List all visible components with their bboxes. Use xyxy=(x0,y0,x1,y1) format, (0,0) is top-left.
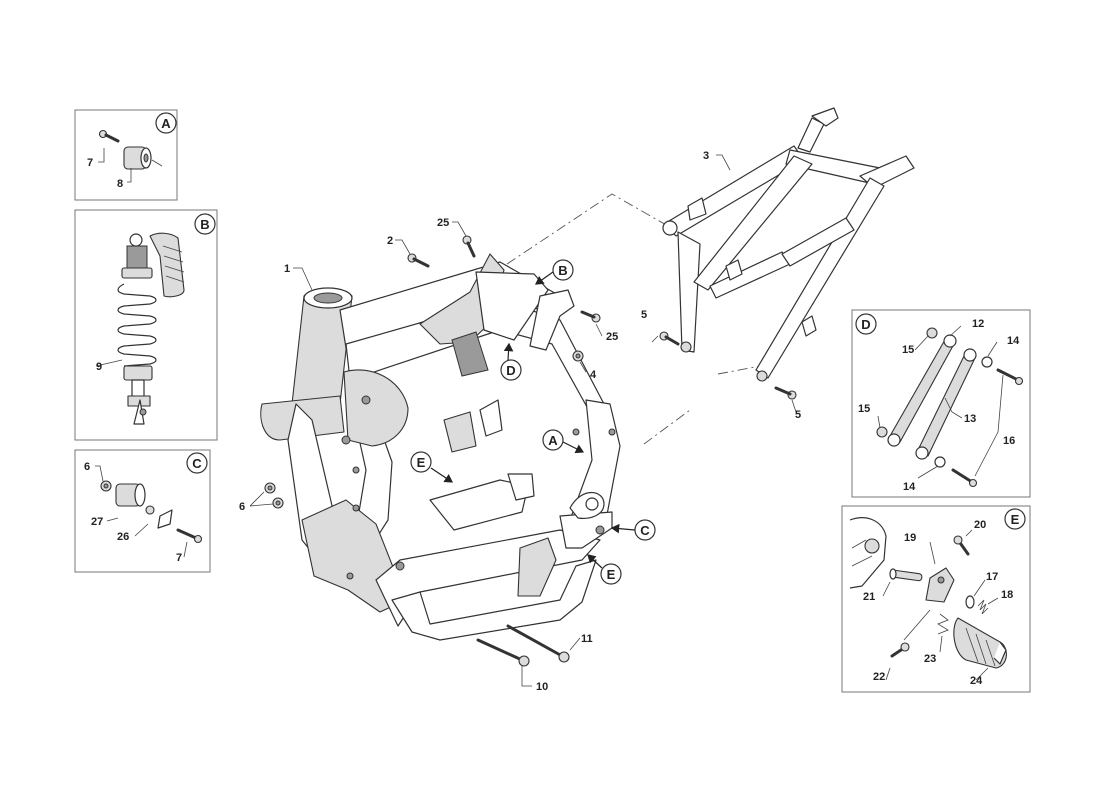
label-part-11: 11 xyxy=(581,633,593,645)
main-frame-1 xyxy=(260,253,621,641)
inset-d: D xyxy=(851,309,1031,498)
label-part-19: 19 xyxy=(904,532,916,544)
nut-15-upper xyxy=(926,327,938,339)
bolt-16-upper xyxy=(996,368,1024,386)
label-part-24: 24 xyxy=(970,675,983,687)
footpeg-24 xyxy=(953,617,1007,669)
label-part-17: 17 xyxy=(986,571,998,583)
label-part-20: 20 xyxy=(974,519,986,531)
label-part-4: 4 xyxy=(590,369,597,381)
callout-b-main: B xyxy=(535,259,574,285)
screw-7-inset-c xyxy=(176,528,203,544)
label-part-6-main: 6 xyxy=(239,501,245,513)
svg-text:E: E xyxy=(607,567,616,582)
svg-text:D: D xyxy=(506,363,515,378)
label-part-3: 3 xyxy=(703,150,709,162)
label-part-27: 27 xyxy=(91,516,103,528)
label-part-5-lower: 5 xyxy=(795,409,801,421)
callout-e-main-left: E xyxy=(410,451,453,483)
callout-a-main: A xyxy=(542,429,585,454)
callout-c-main: C xyxy=(610,519,656,541)
nut-4 xyxy=(572,350,584,362)
label-part-26: 26 xyxy=(117,531,129,543)
label-part-9: 9 xyxy=(96,361,102,373)
callout-a-text: A xyxy=(161,116,171,131)
bracket-19 xyxy=(925,567,955,603)
bolt-5-upper xyxy=(659,331,680,346)
bolt-25-upper xyxy=(462,235,476,258)
svg-text:E: E xyxy=(417,455,426,470)
washer-26 xyxy=(145,505,173,529)
svg-text:B: B xyxy=(558,263,567,278)
callout-e-badge xyxy=(1004,508,1026,530)
label-part-14-lower: 14 xyxy=(903,481,916,493)
label-part-25-right: 25 xyxy=(606,331,618,343)
label-part-10: 10 xyxy=(536,681,548,693)
bolt-10 xyxy=(476,638,530,667)
label-part-22: 22 xyxy=(873,671,885,683)
label-part-7-inset-c: 7 xyxy=(176,552,182,564)
label-part-18: 18 xyxy=(1001,589,1013,601)
label-part-1: 1 xyxy=(284,263,290,275)
callout-c-text: C xyxy=(192,456,202,471)
bolt-20 xyxy=(953,535,970,556)
label-part-6-inset: 6 xyxy=(84,461,90,473)
label-part-14-upper: 14 xyxy=(1007,335,1020,347)
spring-23 xyxy=(937,613,949,635)
washer-14-upper xyxy=(981,356,993,368)
svg-text:C: C xyxy=(640,523,650,538)
label-part-15-upper: 15 xyxy=(902,344,914,356)
label-part-7-inset-a: 7 xyxy=(87,157,93,169)
inset-c: C xyxy=(74,449,211,573)
shock-absorber-9 xyxy=(117,232,185,425)
pin-21 xyxy=(889,568,923,582)
svg-text:A: A xyxy=(548,433,558,448)
callout-e-main-right: E xyxy=(587,554,622,585)
callout-a-badge xyxy=(155,112,177,134)
label-part-2: 2 xyxy=(387,235,393,247)
bolt-5-lower xyxy=(774,386,797,400)
bolt-16-lower xyxy=(951,468,978,488)
label-part-12: 12 xyxy=(972,318,984,330)
bolt-2 xyxy=(407,253,430,268)
nut-6-inset-c xyxy=(100,480,112,492)
washer-14-lower xyxy=(934,456,946,468)
nuts-6-main xyxy=(264,482,284,509)
label-part-25-upper: 25 xyxy=(437,217,449,229)
link-rod-12 xyxy=(887,334,957,447)
link-rod-13 xyxy=(915,348,977,460)
label-part-21: 21 xyxy=(863,591,875,603)
inset-e: E xyxy=(841,505,1031,693)
inset-b: B xyxy=(74,209,218,441)
screw-7-inset-a xyxy=(98,129,120,143)
callout-e-text: E xyxy=(1011,512,1020,527)
washer-17 xyxy=(965,595,975,609)
bushing-8 xyxy=(123,146,152,170)
label-part-8: 8 xyxy=(117,178,123,190)
callout-d-badge xyxy=(855,313,877,335)
bolt-25-right xyxy=(580,310,601,323)
rear-subframe-3 xyxy=(506,107,915,445)
spring-18 xyxy=(977,599,989,615)
bolt-11 xyxy=(506,624,570,663)
inset-a: A xyxy=(74,109,178,201)
callout-b-badge xyxy=(194,213,216,235)
callout-c-badge xyxy=(186,452,208,474)
nut-15-lower xyxy=(876,426,888,438)
label-part-16: 16 xyxy=(1003,435,1015,447)
label-part-13: 13 xyxy=(964,413,976,425)
bolt-22 xyxy=(890,642,910,658)
label-part-23: 23 xyxy=(924,653,936,665)
callout-d-text: D xyxy=(861,317,870,332)
label-part-5-upper: 5 xyxy=(641,309,647,321)
frame-corner-detail xyxy=(849,517,887,589)
bushing-27 xyxy=(115,483,146,507)
callout-d-main: D xyxy=(500,342,522,381)
label-part-15-lower: 15 xyxy=(858,403,870,415)
callout-b-text: B xyxy=(200,217,209,232)
